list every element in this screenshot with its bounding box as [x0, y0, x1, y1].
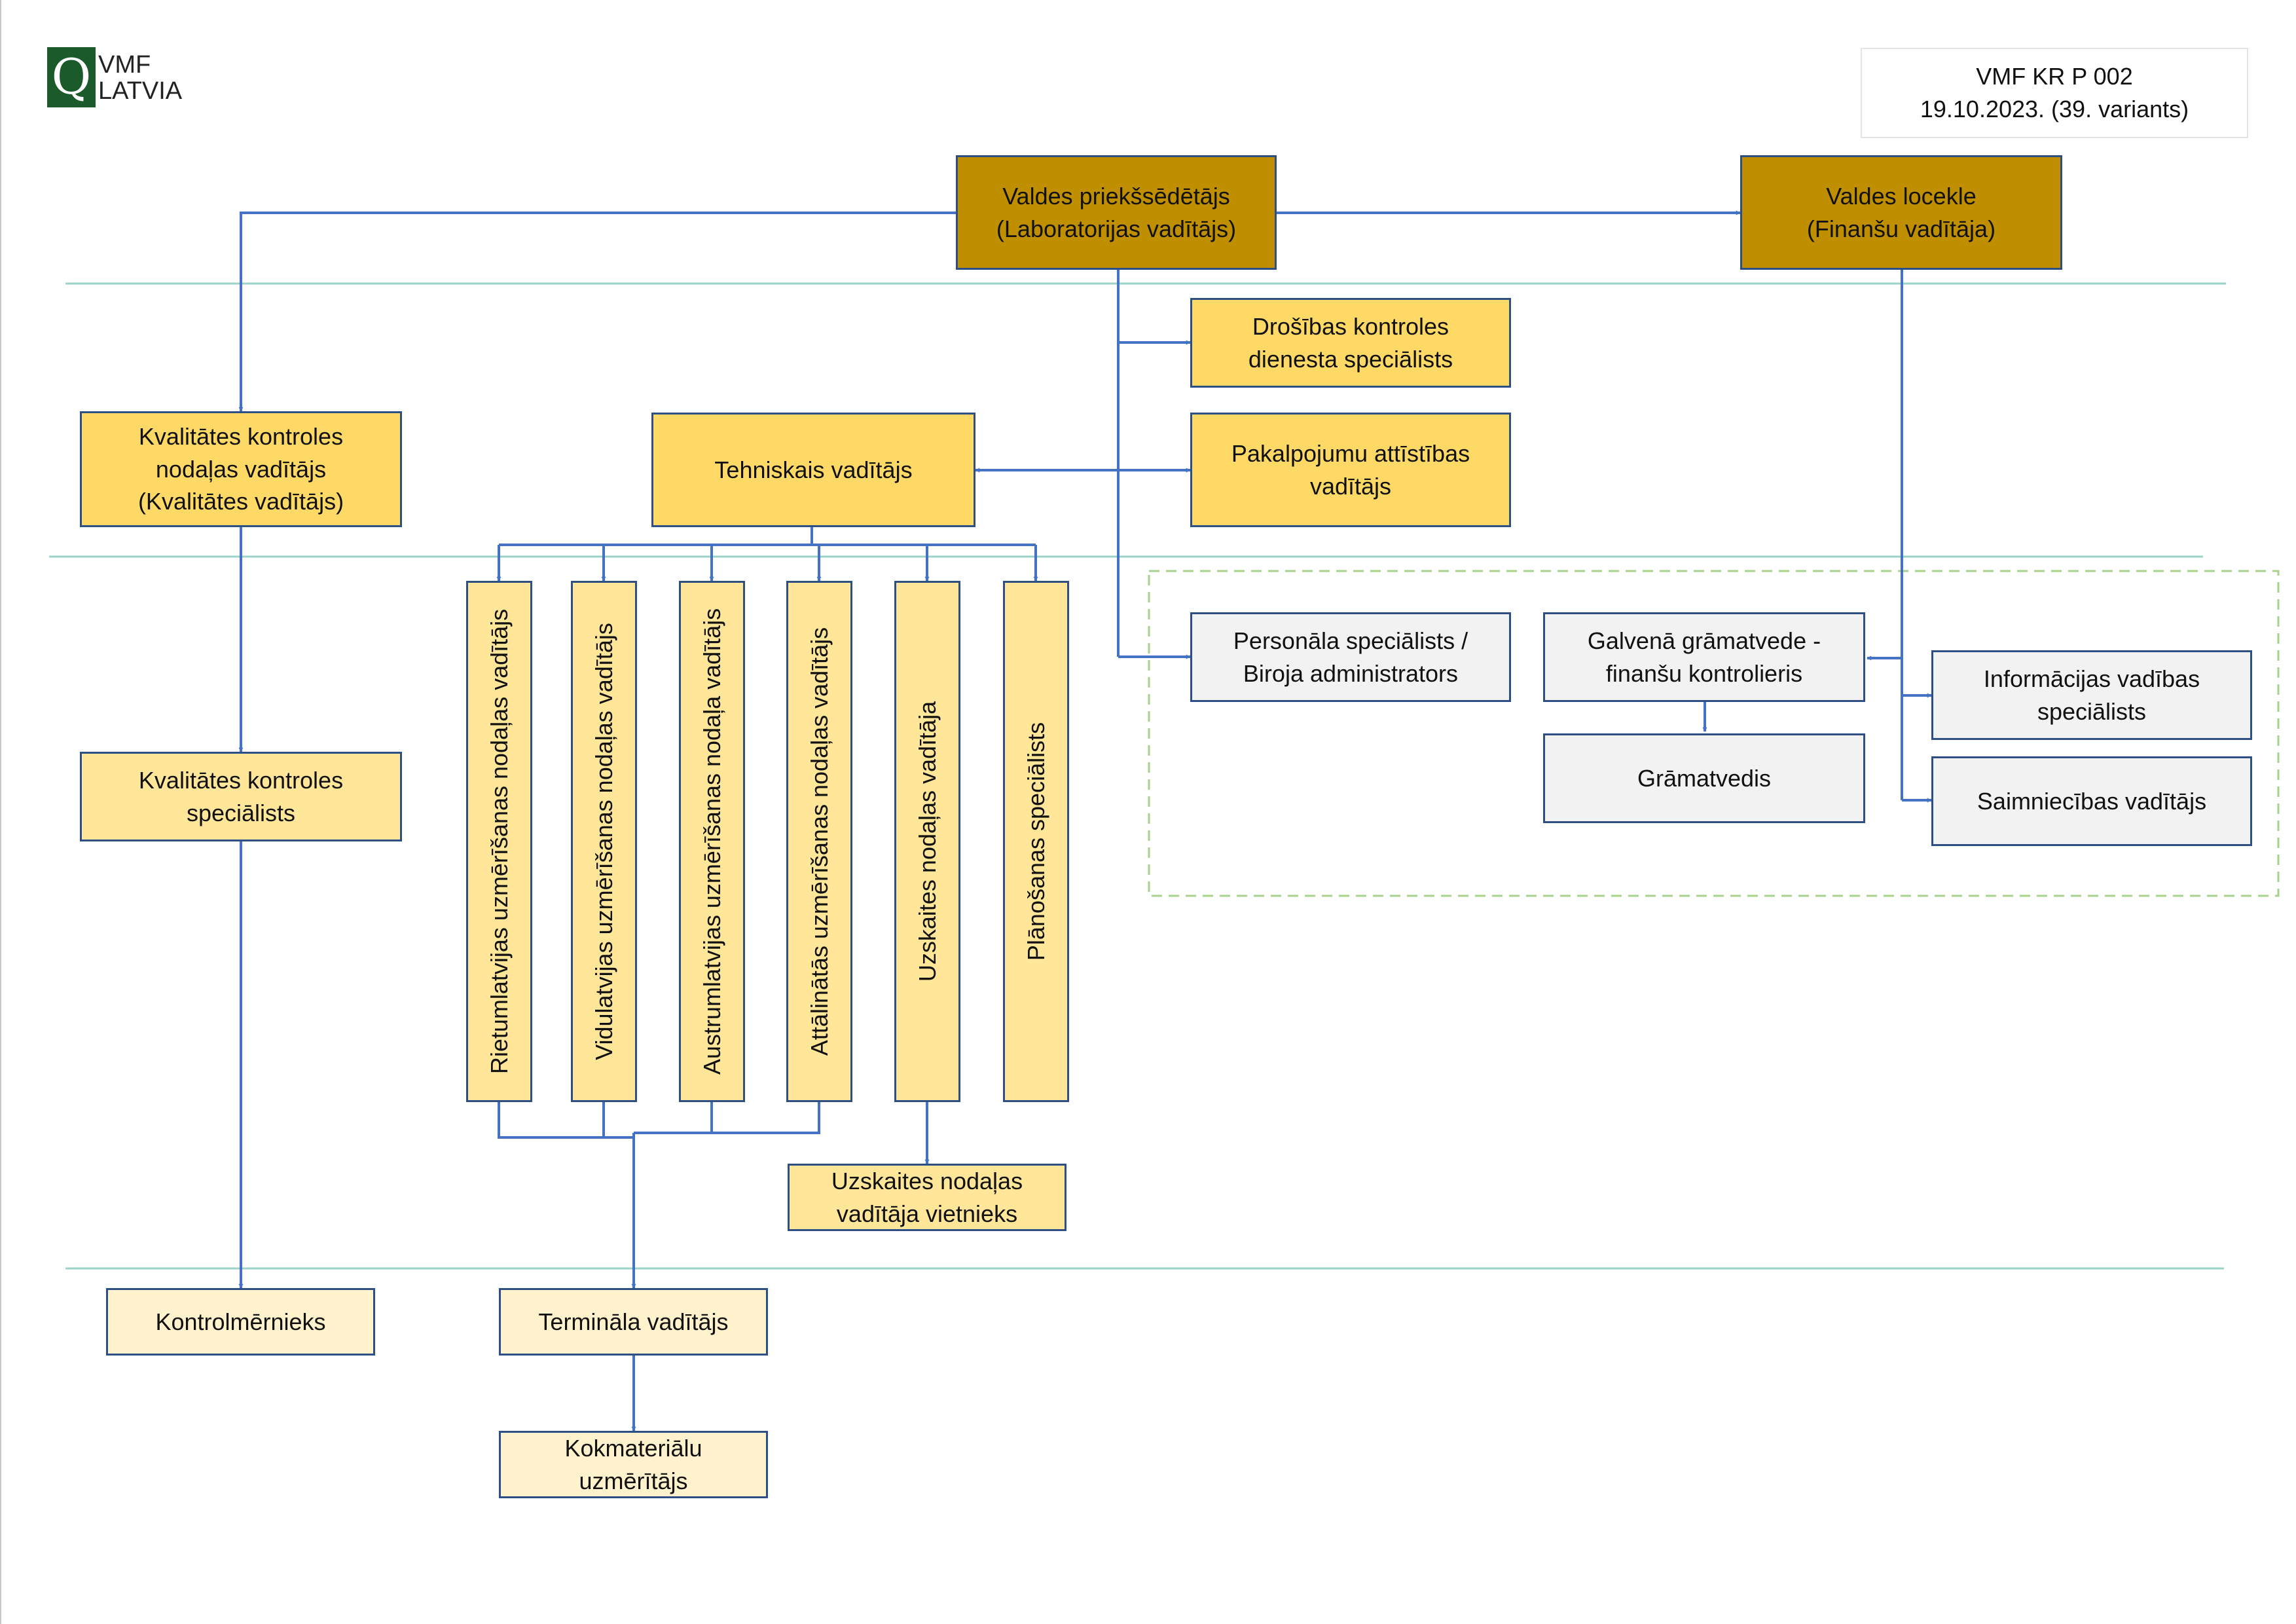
node-chief-accountant: Galvenā grāmatvede -finanšu kontrolieris	[1543, 612, 1865, 702]
connector-east-remote-bottom	[710, 1102, 820, 1134]
logo-text-line-2: LATVIA	[98, 77, 183, 105]
node-board-member: Valdes locekle(Finanšu vadītāja)	[1740, 155, 2062, 270]
document-date: 19.10.2023. (39. variants)	[1920, 96, 2189, 122]
node-terminal-manager: Termināla vadītājs	[499, 1288, 768, 1356]
node-facilities-manager: Saimniecības vadītājs	[1931, 756, 2252, 846]
node-technical-manager: Tehniskais vadītājs	[651, 413, 975, 527]
node-chairman: Valdes priekšsēdētājs(Laboratorijas vadī…	[956, 155, 1277, 270]
node-west-measurement-head: Rietumlatvijas uzmērīšanas nodaļas vadīt…	[466, 581, 532, 1102]
company-logo: Q VMF LATVIA	[47, 47, 198, 110]
admin-group-dashed-frame	[1148, 570, 2280, 897]
node-east-measurement-head: Austrumlatvijas uzmērīšanas nodaļa vadīt…	[679, 581, 745, 1102]
document-reference: VMF KR P 002 19.10.2023. (39. variants)	[1861, 48, 2248, 138]
node-personnel-specialist: Personāla speciālists /Biroja administra…	[1190, 612, 1511, 702]
node-accountant: Grāmatvedis	[1543, 733, 1865, 823]
node-remote-measurement-head: Attālinātās uzmērīšanas nodaļas vadītājs	[786, 581, 852, 1102]
connector-chairman-to-quality-head	[238, 212, 956, 412]
node-control-measurer: Kontrolmērnieks	[106, 1288, 375, 1356]
connector-west-bottom	[498, 1102, 634, 1139]
node-planning-specialist: Plānošanas speciālists	[1003, 581, 1069, 1102]
logo-mark: Q	[47, 47, 96, 107]
node-accounting-department-head: Uzskaites nodaļas vadītāja	[894, 581, 960, 1102]
logo-text-line-1: VMF	[98, 51, 151, 79]
document-code: VMF KR P 002	[1976, 63, 2133, 90]
node-central-measurement-head: Vidulatvijas uzmērīšanas nodaļas vadītāj…	[571, 581, 637, 1102]
page-edge	[0, 0, 1, 1624]
